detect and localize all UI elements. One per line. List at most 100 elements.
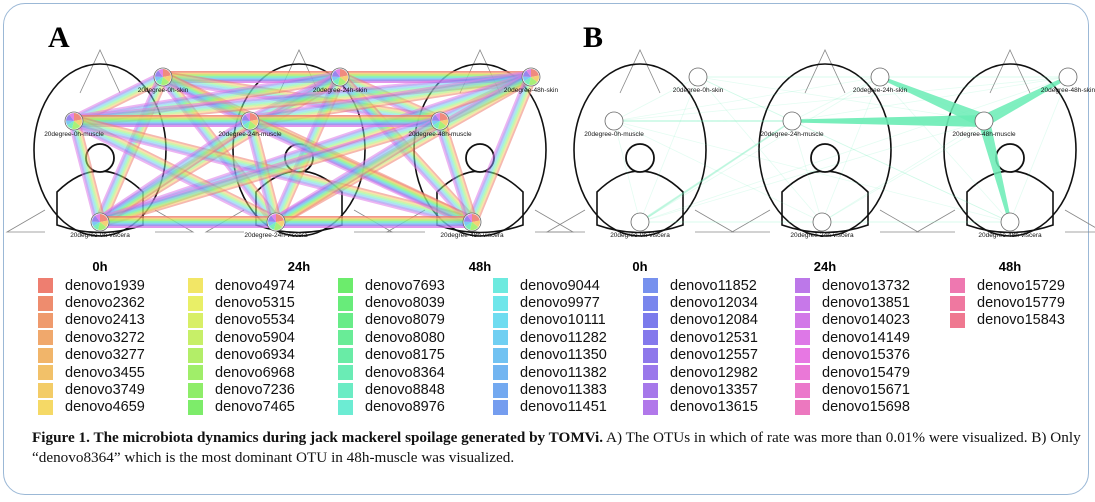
node-pie-slice bbox=[161, 77, 170, 85]
legend-swatch bbox=[643, 295, 658, 311]
caption-title: Figure 1. The microbiota dynamics during… bbox=[32, 429, 604, 446]
node-label: 20degree-0h-viscera bbox=[70, 232, 130, 239]
otu-edge bbox=[98, 118, 250, 222]
node-pie-slice bbox=[156, 77, 163, 85]
node-pie-slice bbox=[472, 214, 480, 222]
legend-label: denovo2413 bbox=[65, 312, 145, 329]
legend-label: denovo5534 bbox=[215, 312, 295, 329]
network-diagram: A B 20degree-0h-skin 20degree-24h-skin 2… bbox=[5, 21, 1095, 274]
body-right-foot bbox=[694, 209, 735, 233]
legend-swatch bbox=[643, 278, 658, 294]
legend-label: denovo12084 bbox=[670, 312, 758, 329]
node-label: 20degree-24h-muscle bbox=[760, 131, 824, 138]
legend-swatch bbox=[338, 295, 353, 311]
legend-item: denovo2362 bbox=[38, 294, 145, 311]
legend-label: denovo15698 bbox=[822, 399, 910, 416]
otu-edge bbox=[273, 117, 439, 220]
legend-item: denovo13732 bbox=[795, 277, 910, 294]
node-pie-slice bbox=[95, 214, 100, 222]
legend-item: denovo14023 bbox=[795, 312, 910, 329]
legend-label: denovo13357 bbox=[670, 382, 758, 399]
otu-edge bbox=[275, 120, 441, 223]
node-pie-slice bbox=[74, 119, 82, 127]
otu-edge bbox=[73, 72, 531, 119]
legend-label: denovo12982 bbox=[670, 364, 758, 381]
legend-label: denovo14149 bbox=[822, 329, 910, 346]
legend-swatch bbox=[795, 330, 810, 346]
otu-edge bbox=[613, 120, 823, 223]
otu-edge bbox=[613, 76, 1069, 122]
otu-edge bbox=[1009, 76, 1069, 223]
otu-edge bbox=[821, 76, 881, 223]
legend-swatch bbox=[188, 399, 203, 415]
legend-label: denovo3749 bbox=[65, 382, 145, 399]
otu-edge bbox=[639, 120, 985, 223]
otu-edge bbox=[71, 121, 100, 223]
otu-edge bbox=[475, 78, 537, 225]
node-pie-slice bbox=[470, 222, 479, 231]
inner-head-circle bbox=[995, 143, 1025, 173]
legend-swatch bbox=[38, 365, 53, 381]
otu-edge bbox=[277, 123, 443, 226]
legend-item: denovo7236 bbox=[188, 381, 295, 398]
legend-item: denovo14149 bbox=[795, 329, 910, 346]
legend-item: denovo4974 bbox=[188, 277, 295, 294]
legend-item: denovo12557 bbox=[643, 347, 758, 364]
sample-node bbox=[688, 67, 708, 87]
node-label: 20degree-24h-skin bbox=[313, 87, 368, 94]
otu-edge bbox=[278, 124, 444, 228]
timepoint-label: 0h bbox=[632, 259, 647, 274]
legend-swatch bbox=[38, 330, 53, 346]
node-pie-slice bbox=[335, 69, 340, 77]
node-label: 20degree-0h-muscle bbox=[584, 131, 644, 138]
timepoint-label: 0h bbox=[92, 259, 107, 274]
node-pie-slice bbox=[438, 121, 447, 129]
node-pie-slice bbox=[100, 220, 109, 228]
node-pie-slice bbox=[276, 214, 284, 222]
otu-edge bbox=[272, 115, 438, 219]
node-pie-slice bbox=[276, 220, 284, 228]
figure-caption: Figure 1. The microbiota dynamics during… bbox=[32, 428, 1082, 468]
node-label: 20degree-0h-skin bbox=[138, 87, 189, 94]
legend-label: denovo15779 bbox=[977, 295, 1065, 312]
legend-item: denovo5534 bbox=[188, 312, 295, 329]
node-pie-slice bbox=[67, 121, 74, 129]
node-pie-slice bbox=[340, 69, 348, 77]
legend-item: denovo11382 bbox=[493, 364, 607, 381]
legend-item: denovo5315 bbox=[188, 294, 295, 311]
legend-label: denovo11383 bbox=[520, 382, 607, 399]
legend-swatch bbox=[338, 312, 353, 328]
otu-edge bbox=[278, 80, 534, 228]
legend-item: denovo15479 bbox=[795, 364, 910, 381]
otu-edge bbox=[249, 74, 531, 121]
legend-item: denovo12084 bbox=[643, 312, 758, 329]
panel-a-letter: A bbox=[48, 21, 70, 54]
node-pie-slice bbox=[332, 70, 340, 77]
legend-swatch bbox=[643, 399, 658, 415]
timepoint-label: 24h bbox=[288, 259, 310, 274]
otu-edge bbox=[249, 76, 532, 122]
node-pie-slice bbox=[69, 113, 74, 121]
node-pie-slice bbox=[250, 119, 258, 127]
otu-edge bbox=[981, 75, 1069, 127]
legend-item: denovo11852 bbox=[643, 277, 758, 294]
body-outline bbox=[232, 63, 366, 237]
body-right-foot bbox=[1064, 209, 1095, 233]
legend-item: denovo15779 bbox=[950, 294, 1065, 311]
legend-swatch bbox=[795, 312, 810, 328]
legend-label: denovo2362 bbox=[65, 295, 145, 312]
legend-label: denovo13851 bbox=[822, 295, 910, 312]
legend-item: denovo12982 bbox=[643, 364, 758, 381]
legend-item: denovo12034 bbox=[643, 294, 758, 311]
otu-edge bbox=[71, 71, 162, 118]
body-head-triangle bbox=[79, 49, 121, 94]
sample-node bbox=[812, 212, 832, 232]
legend-swatch bbox=[493, 382, 508, 398]
node-label: 20degree-24h-skin bbox=[853, 87, 908, 94]
otu-edge bbox=[434, 122, 468, 224]
node-pie-slice bbox=[472, 220, 480, 228]
otu-edge bbox=[72, 73, 162, 119]
